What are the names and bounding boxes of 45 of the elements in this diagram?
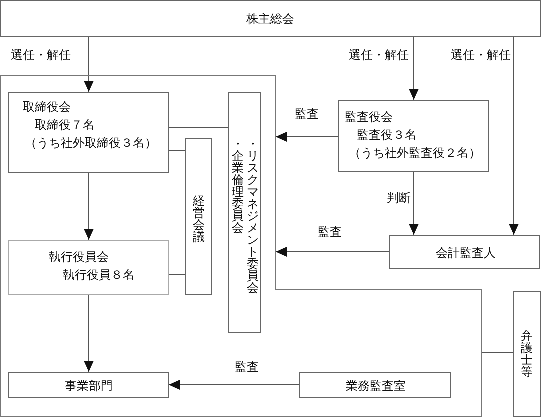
arrow [276, 132, 338, 142]
executive-box [8, 240, 169, 295]
auditor-board-box [338, 100, 489, 172]
box-text: （うち社外取締役３名） [25, 135, 157, 151]
meeting-box [0, 0, 541, 37]
box-title: 株主総会 [246, 11, 296, 27]
vertical-text: 経営会議 [193, 195, 205, 243]
edge-label: 監査 [317, 225, 343, 239]
edge-label: 選任・解任 [450, 48, 512, 62]
committee-box [228, 92, 261, 333]
arrow [509, 36, 519, 236]
arrow [276, 247, 390, 257]
edge-label: 監査 [294, 107, 320, 121]
connector-line [168, 150, 186, 152]
division-box [8, 372, 169, 398]
arrow [84, 36, 94, 92]
audit-office-box [299, 372, 451, 398]
edge-label: 選任・解任 [10, 48, 72, 62]
box-text: 監査役３名 [357, 127, 417, 143]
box-title: 会計監査人 [436, 245, 496, 261]
edge-label: 選任・解任 [348, 48, 410, 62]
box-title: 取締役会 [23, 99, 71, 115]
committee-box [185, 138, 212, 295]
connector-line [482, 352, 514, 354]
edge-label: 判断 [386, 191, 412, 205]
box-text: （うち社外監査役２名） [349, 145, 481, 161]
box-title: 執行役員会 [49, 249, 109, 265]
connector-line [168, 274, 186, 276]
arrow [84, 172, 94, 240]
auditor-box [389, 235, 540, 269]
board-box [8, 92, 169, 173]
box-text: 取締役７名 [35, 117, 95, 133]
arrow [84, 294, 94, 372]
vertical-text: ・企業倫理委員会 [232, 138, 244, 234]
edge-label: 監査 [234, 360, 260, 374]
arrow [409, 172, 419, 236]
box-title: 事業部門 [65, 378, 113, 394]
arrow [168, 380, 300, 390]
vertical-text: ・リスクマネジメント委員会 [247, 138, 259, 294]
box-title: 監査役会 [345, 109, 393, 125]
vertical-text: 弁護士等 [521, 330, 533, 378]
arrow [409, 36, 419, 100]
box-text: 執行役員８名 [63, 267, 135, 283]
box-title: 業務監査室 [346, 378, 406, 394]
lawyer-box [513, 291, 541, 417]
